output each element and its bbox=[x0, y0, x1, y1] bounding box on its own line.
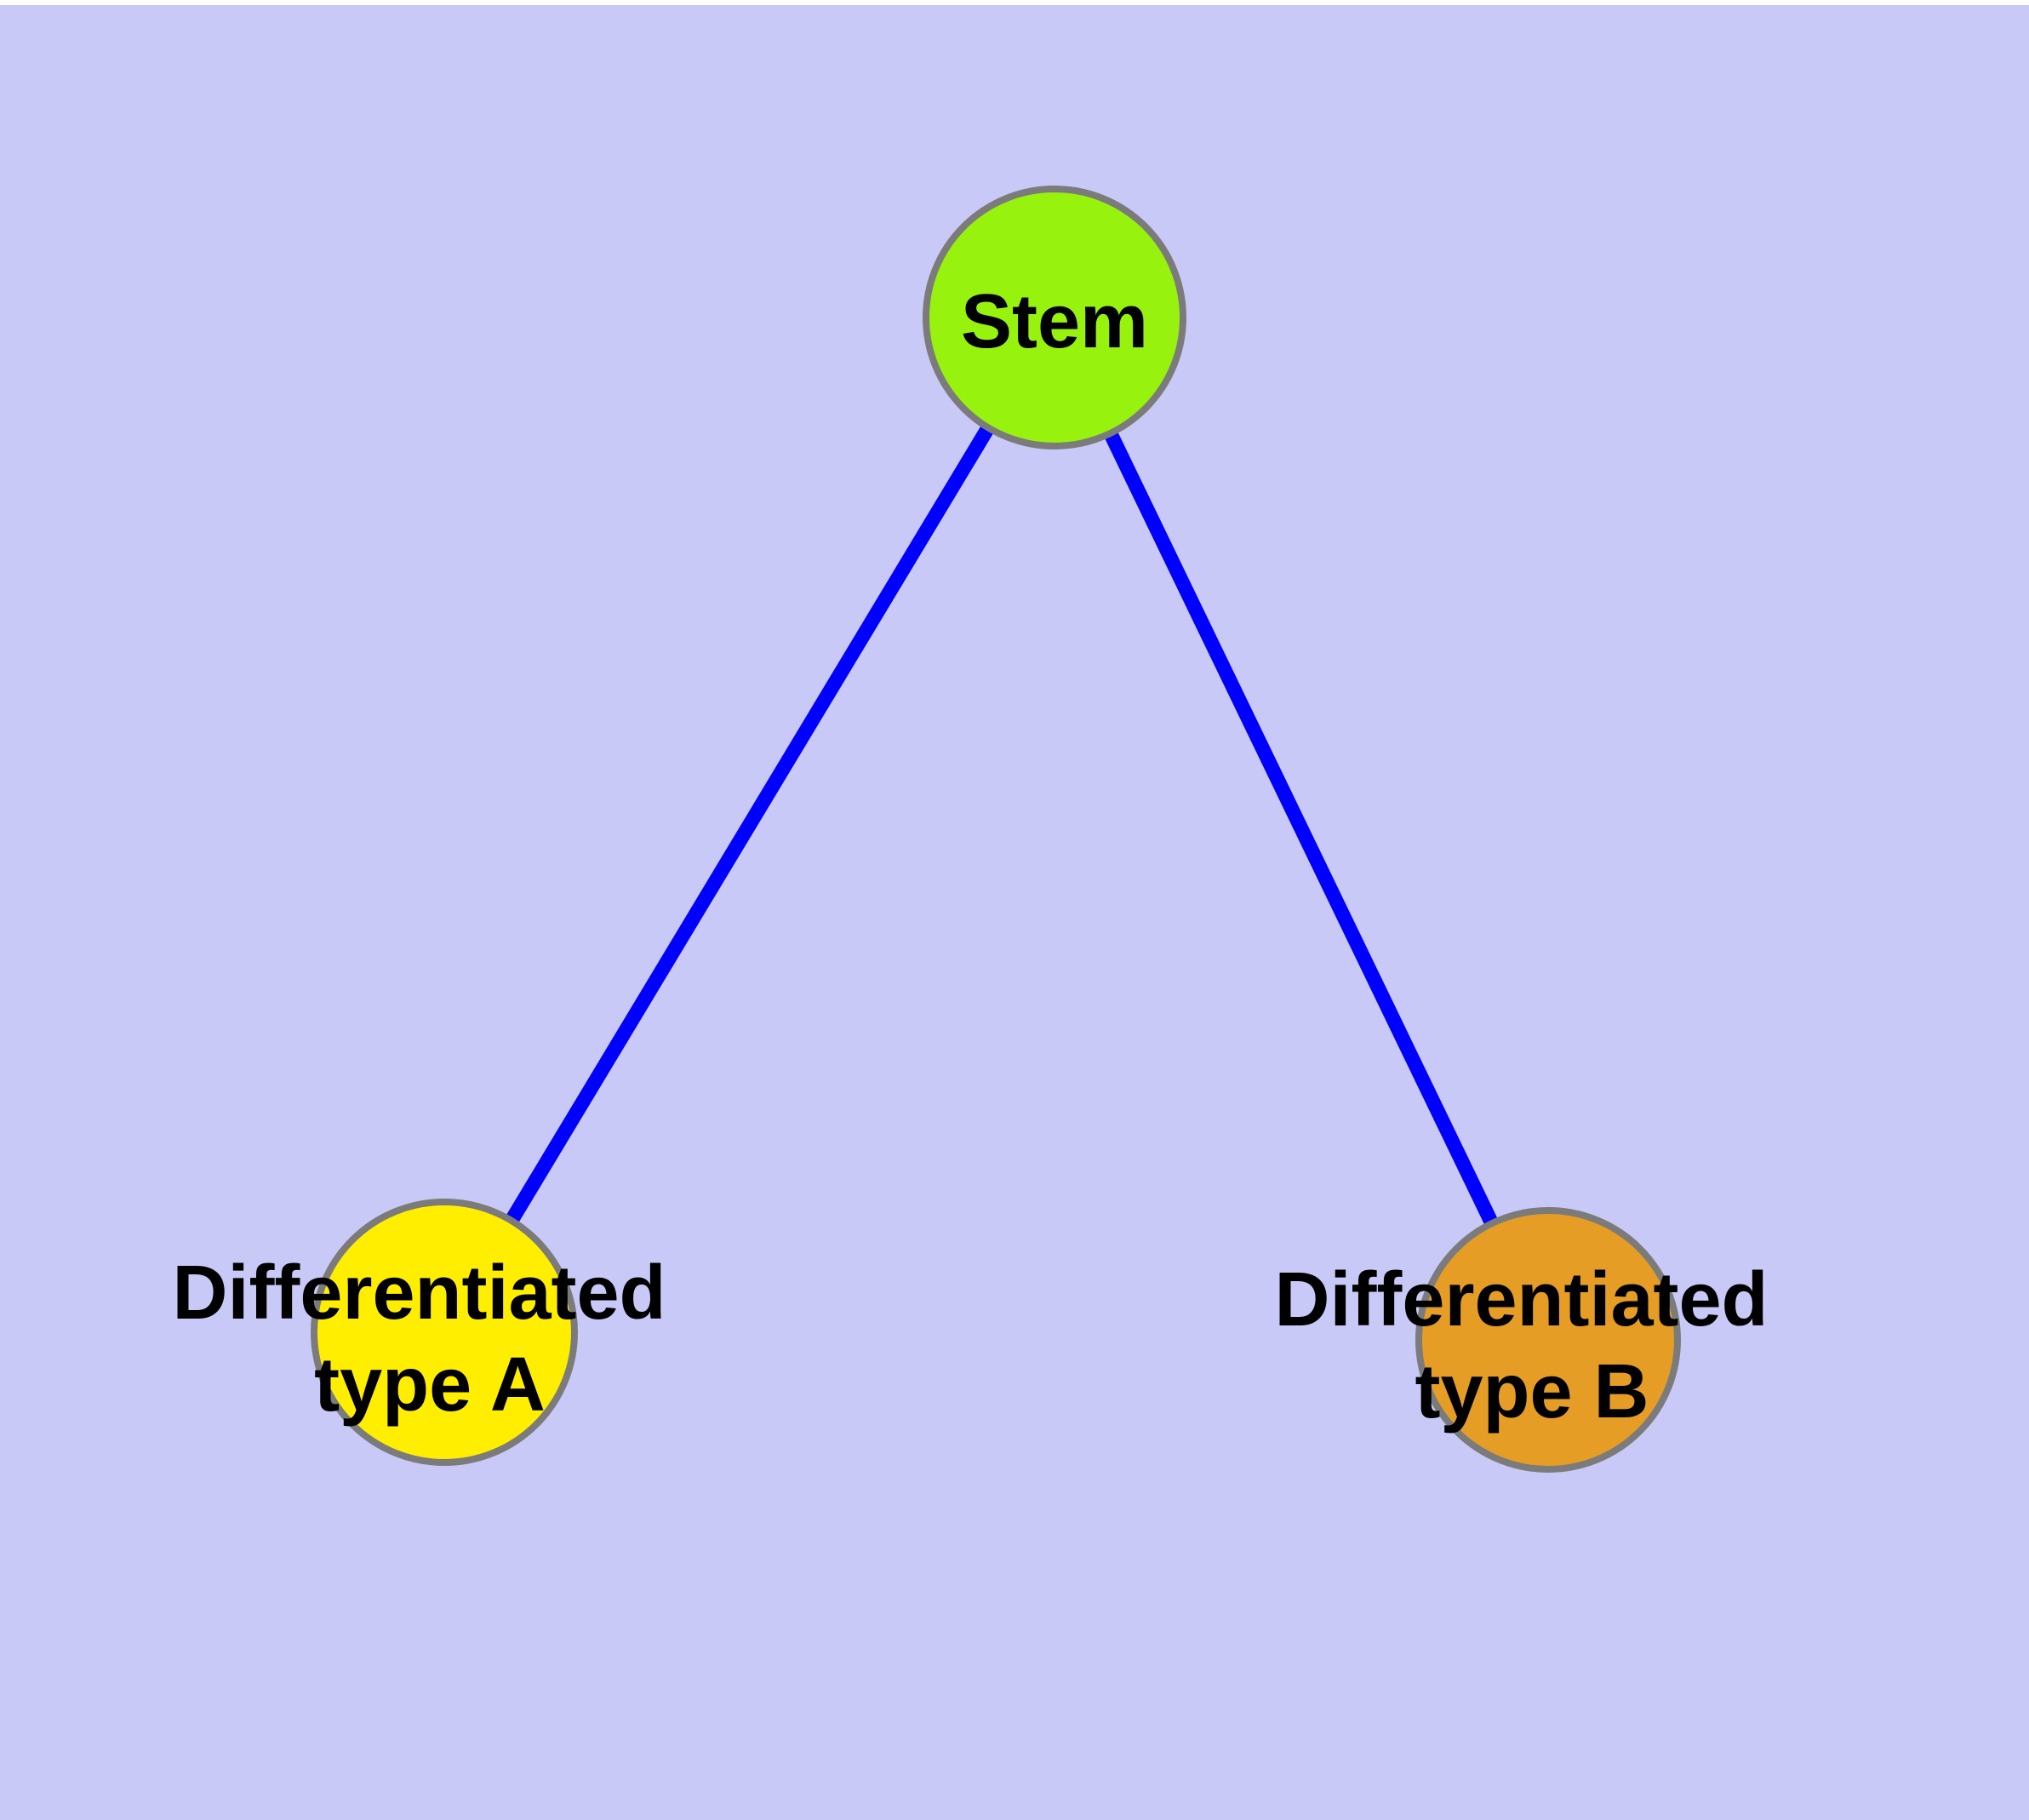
differentiated-type-a-label-line2: type A bbox=[314, 1342, 546, 1428]
differentiated-type-a-node bbox=[311, 1199, 578, 1466]
edge-stem-to-type-b bbox=[1048, 314, 1555, 1343]
differentiated-type-b-node bbox=[1415, 1207, 1681, 1473]
differentiated-type-a-label: Differentiated type A bbox=[172, 1251, 687, 1428]
differentiated-type-b-label-line2: type B bbox=[1415, 1349, 1649, 1434]
top-margin-strip bbox=[0, 0, 2029, 5]
stem-node-label: Stem bbox=[961, 279, 1148, 364]
differentiated-type-a-label-line1: Differentiated bbox=[172, 1251, 666, 1336]
differentiated-type-b-label: Differentiated type B bbox=[1274, 1257, 1789, 1434]
differentiated-type-b-label-line1: Differentiated bbox=[1274, 1257, 1768, 1342]
stem-node bbox=[923, 186, 1186, 449]
edge-stem-to-type-a bbox=[437, 313, 1061, 1336]
